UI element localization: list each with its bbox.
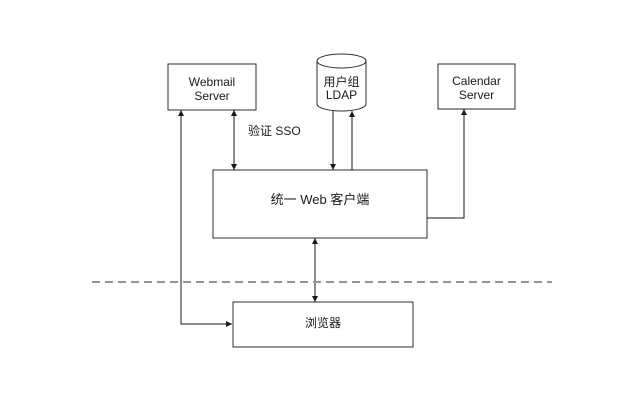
- unified-web-client-label: 统一 Web 客户端: [271, 192, 370, 207]
- ldap-cylinder-body: [316, 61, 367, 112]
- browser-box: [232, 301, 414, 348]
- calendar-server-label-line2: Server: [459, 88, 494, 102]
- ldap-label-line2: LDAP: [326, 88, 357, 102]
- node-calendar-server: Calendar Server: [437, 63, 516, 110]
- webmail-server-label-line1: Webmail: [189, 75, 235, 89]
- node-user-group-ldap: 用户组 LDAP: [316, 53, 367, 112]
- edge-browser-webmail: [178, 110, 232, 327]
- sso-annotation: 验证 SSO: [248, 123, 301, 138]
- node-webmail-server: Webmail Server: [167, 63, 257, 111]
- node-unified-web-client: 统一 Web 客户端: [212, 169, 428, 239]
- edges-layer: [178, 109, 467, 327]
- browser-label: 浏览器: [305, 315, 341, 330]
- ldap-cylinder-top: [316, 53, 367, 69]
- node-browser: 浏览器: [232, 301, 414, 348]
- unified-web-client-box: [212, 169, 428, 239]
- edge-webclient-calendar: [427, 109, 467, 219]
- webmail-server-box: [167, 63, 257, 111]
- calendar-server-box: [437, 63, 516, 110]
- webmail-server-label-line2: Server: [194, 89, 229, 103]
- calendar-server-label-line1: Calendar: [452, 74, 501, 88]
- ldap-label-line1: 用户组: [323, 74, 359, 89]
